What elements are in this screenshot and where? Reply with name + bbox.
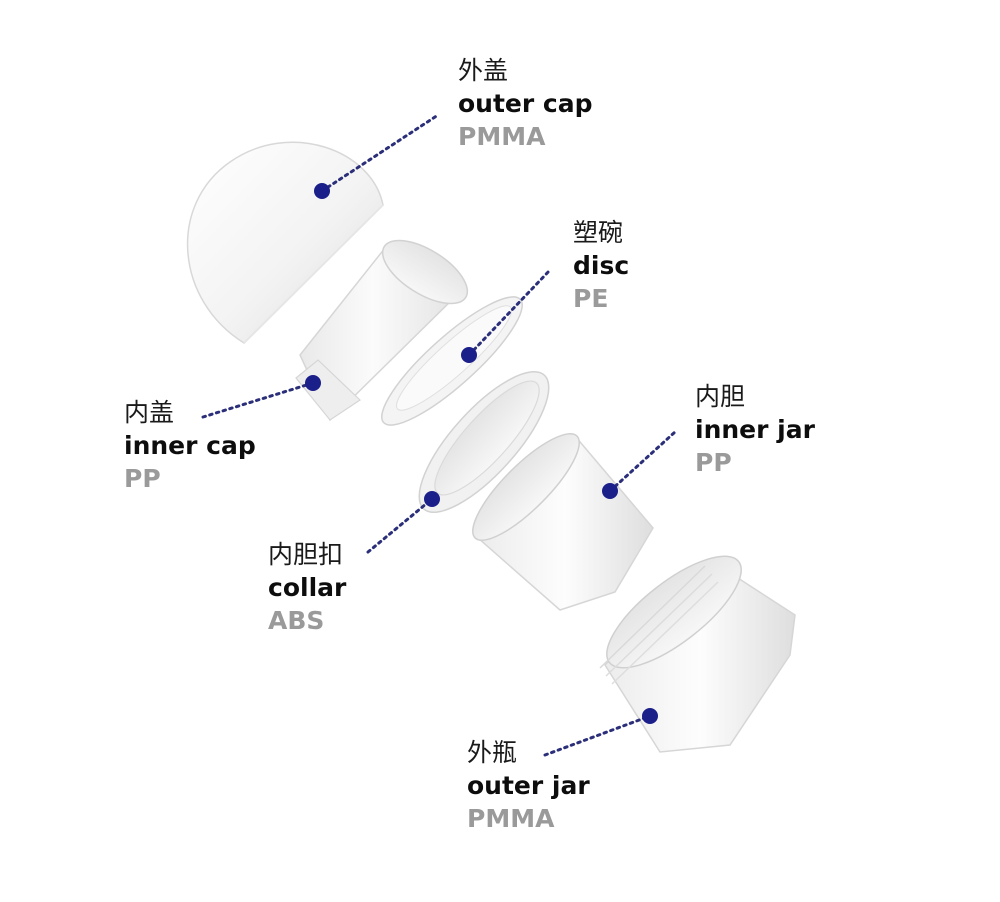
disc-shape <box>381 296 523 426</box>
collar-en: collar <box>268 573 347 602</box>
marker-outer-jar <box>642 708 658 724</box>
outer-jar-en: outer jar <box>467 771 590 800</box>
label-inner-cap: 内盖 inner cap PP <box>124 400 256 491</box>
inner-cap-cn: 内盖 <box>124 398 175 427</box>
inner-cap-material: PP <box>124 464 161 493</box>
leader-lines <box>201 113 677 757</box>
inner-jar-en: inner jar <box>695 415 815 444</box>
leader-inner-jar <box>608 430 677 493</box>
marker-disc <box>461 347 477 363</box>
outer-cap-cn: 外盖 <box>458 56 509 85</box>
label-disc: 塑碗 disc PE <box>573 220 629 311</box>
disc-cn: 塑碗 <box>573 218 624 247</box>
outer-jar-material: PMMA <box>467 804 555 833</box>
inner-jar-shape <box>472 433 654 611</box>
marker-inner-jar <box>602 483 618 499</box>
disc-en: disc <box>573 251 630 280</box>
collar-shape <box>418 371 550 513</box>
outer-jar-shape <box>599 555 796 753</box>
inner-jar-cn: 内胆 <box>695 382 746 411</box>
disc-material: PE <box>573 284 609 313</box>
leader-disc <box>467 268 552 357</box>
marker-inner-cap <box>305 375 321 391</box>
outer-cap-en: outer cap <box>458 89 593 118</box>
marker-outer-cap <box>314 183 330 199</box>
label-outer-jar: 外瓶 outer jar PMMA <box>467 740 590 831</box>
label-outer-cap: 外盖 outer cap PMMA <box>458 58 593 149</box>
label-inner-jar: 内胆 inner jar PP <box>695 384 815 475</box>
inner-jar-material: PP <box>695 448 732 477</box>
leader-inner-cap <box>201 381 315 419</box>
outer-cap-material: PMMA <box>458 122 546 151</box>
collar-material: ABS <box>268 606 325 635</box>
inner-cap-shape <box>295 239 469 422</box>
outer-cap-shape <box>186 141 384 344</box>
leader-outer-jar <box>543 714 652 757</box>
inner-cap-en: inner cap <box>124 431 256 460</box>
leader-collar <box>366 497 434 554</box>
collar-cn: 内胆扣 <box>268 540 344 569</box>
label-collar: 内胆扣 collar ABS <box>268 542 346 633</box>
marker-collar <box>424 491 440 507</box>
marker-dots <box>305 183 658 724</box>
leader-outer-cap <box>320 113 440 193</box>
outer-jar-cn: 外瓶 <box>467 738 518 767</box>
